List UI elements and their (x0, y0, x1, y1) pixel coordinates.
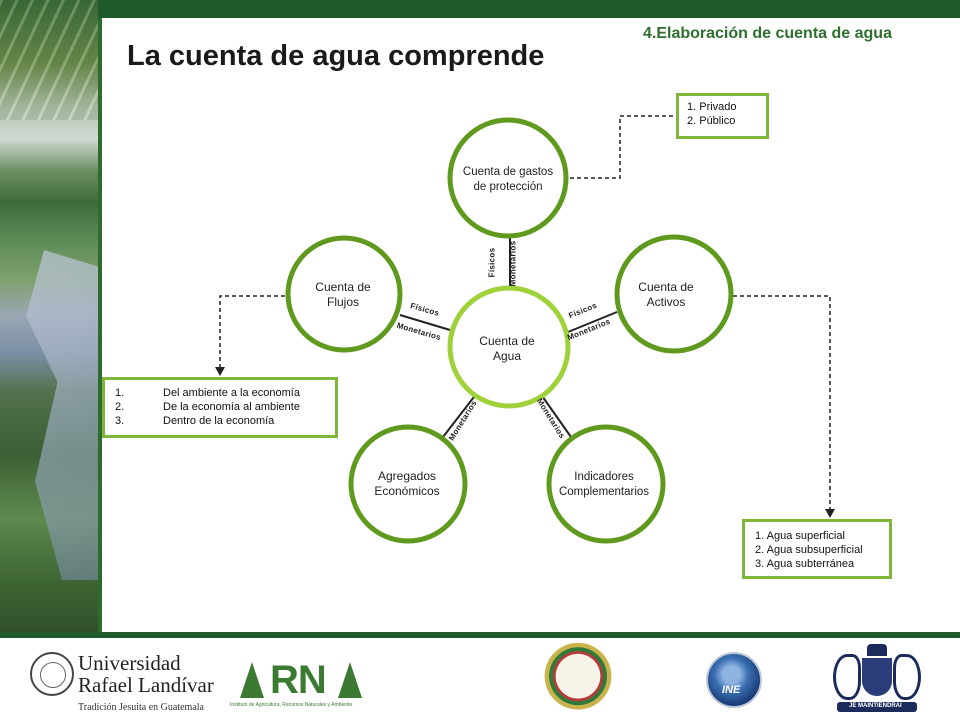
node-center-label: Cuenta de Agua (479, 334, 535, 363)
callout-top (570, 115, 676, 179)
url-name: Universidad Rafael Landívar (78, 651, 214, 697)
ine-mark: INE (722, 684, 741, 696)
node-left-ring (285, 235, 403, 353)
municipal-seal-icon (542, 642, 614, 718)
node-bottom-right-ring (546, 424, 666, 544)
logo-strip: Universidad Rafael Landívar Tradición Je… (0, 638, 960, 720)
callout-box-protection-types: 1. Privado 2. Público (676, 93, 769, 139)
callout-box-water-types: 1. Agua superficial 2. Agua subsuperfici… (742, 519, 892, 579)
node-right-ring (614, 234, 734, 354)
water-types-list: 1. Agua superficial 2. Agua subsuperfici… (755, 529, 889, 571)
callout-left (219, 295, 285, 367)
node-left-label: Cuenta de Flujos (315, 280, 371, 309)
bottom-bar (0, 632, 960, 638)
top-bar (0, 0, 960, 18)
motto-ribbon (837, 702, 917, 712)
node-right-label: Cuenta de Activos (638, 280, 694, 309)
ine-logo: INE (706, 652, 762, 708)
callout-left-arrow (215, 367, 225, 376)
url-logo: Universidad Rafael Landívar Tradición Je… (30, 652, 214, 716)
irn-mark: RN (270, 658, 327, 702)
tree-icon (338, 662, 362, 698)
url-seal-icon (30, 652, 74, 696)
flow-types-list: 1.Del ambiente a la economía 2.De la eco… (115, 386, 335, 428)
node-bottom-right-label: Indicadores Complementarios (558, 471, 650, 498)
node-center-ring (447, 285, 571, 409)
callout-box-flow-types: 1.Del ambiente a la economía 2.De la eco… (102, 377, 338, 438)
list-item: 1. Privado (687, 101, 737, 113)
shield-icon (862, 658, 892, 696)
lion-icon (893, 654, 921, 700)
node-bottom-left-label: Agregados Económicos (374, 469, 440, 498)
connector-label-top-fisicos: Físicos (487, 247, 497, 278)
list-item: 2. Público (687, 115, 736, 127)
list-item: 1. Agua superficial (755, 530, 845, 542)
irn-subtitle: Instituto de Agricultura, Recursos Natur… (230, 702, 353, 708)
node-top-ring (447, 117, 569, 239)
list-item: 3. Agua subterránea (755, 558, 855, 570)
callout-right (733, 295, 831, 509)
list-item: 2.De la economía al ambiente (115, 401, 300, 413)
spoke-left (399, 314, 451, 331)
list-item: 2. Agua subsuperficial (755, 544, 863, 556)
crown-icon (867, 644, 887, 656)
protection-types-list: 1. Privado 2. Público (687, 100, 766, 128)
spoke-right (567, 311, 618, 333)
section-heading: 4.Elaboración de cuenta de agua (643, 25, 892, 42)
greenhouse-photo (0, 0, 98, 120)
side-photo-strip (0, 0, 98, 632)
url-tagline: Tradición Jesuita en Guatemala (78, 702, 204, 713)
lion-icon (833, 654, 861, 700)
node-bottom-left-ring (348, 424, 468, 544)
netherlands-coat-of-arms: JE MAINTIENDRAI (827, 644, 927, 716)
node-top-label: Cuenta de gastos de protección (462, 166, 554, 193)
diagram-canvas (215, 115, 835, 544)
connector-label-top-monetarios: Monetarios (508, 240, 518, 287)
page-title: La cuenta de agua comprende (127, 40, 545, 72)
motto-text: JE MAINTIENDRAI (849, 703, 902, 709)
irn-logo: RN Instituto de Agricultura, Recursos Na… (230, 658, 365, 718)
callout-right-arrow (825, 509, 835, 518)
spoke-bottom-left (442, 392, 478, 438)
side-divider (98, 18, 102, 632)
list-item: 1.Del ambiente a la economía (115, 387, 300, 399)
list-item: 3.Dentro de la economía (115, 415, 275, 427)
spoke-bottom-right (539, 392, 572, 438)
tree-icon (240, 662, 264, 698)
